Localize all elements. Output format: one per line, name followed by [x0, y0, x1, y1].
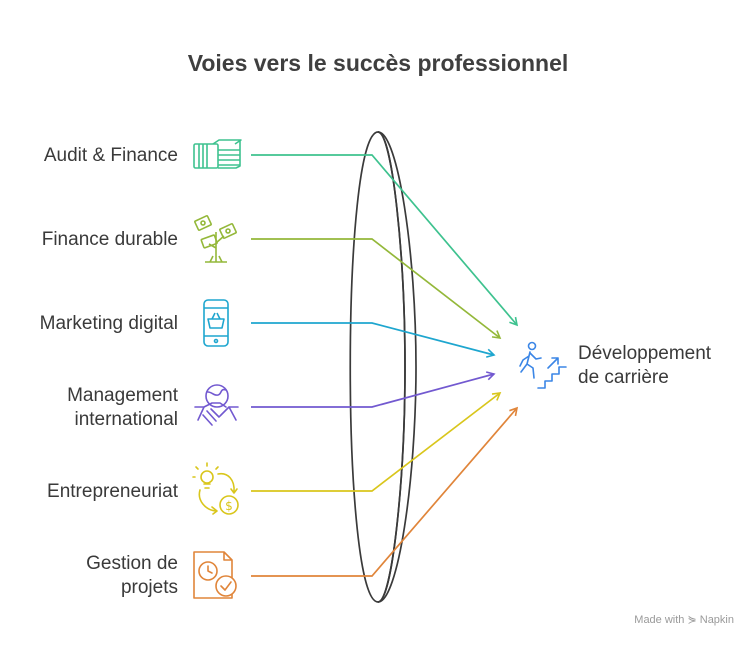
target-label: Développement de carrière	[578, 343, 712, 388]
svg-text:$: $	[225, 499, 233, 513]
napkin-credit: Made with ⋟ Napkin	[634, 614, 734, 626]
path-label-finance-durable: Finance durable	[41, 229, 178, 250]
diagram-title: Voies vers le succès professionnel	[187, 50, 569, 76]
lens	[349, 131, 417, 603]
idea-money-icon: $	[192, 462, 239, 515]
arrow-entrepreneuriat	[251, 392, 502, 492]
money-stack-icon	[193, 139, 242, 169]
arrow-gestion-projets	[251, 406, 519, 577]
path-label-gestion-projets: Gestion de projets	[86, 553, 178, 598]
globe-handshake-icon	[194, 384, 239, 426]
path-label-entrepreneuriat: Entrepreneuriat	[47, 481, 178, 502]
clock-document-icon	[193, 551, 237, 599]
arrow-marketing-digital	[251, 322, 496, 358]
path-label-management-international: Management international	[67, 385, 178, 430]
path-label-marketing-digital: Marketing digital	[39, 313, 178, 334]
path-label-audit-finance: Audit & Finance	[43, 145, 178, 166]
money-plant-icon	[194, 215, 237, 263]
arrow-finance-durable	[251, 238, 502, 339]
arrow-audit-finance	[251, 154, 519, 327]
smartphone-basket-icon	[203, 299, 229, 347]
person-stairs-icon	[519, 341, 567, 389]
arrow-management-international	[251, 371, 496, 408]
